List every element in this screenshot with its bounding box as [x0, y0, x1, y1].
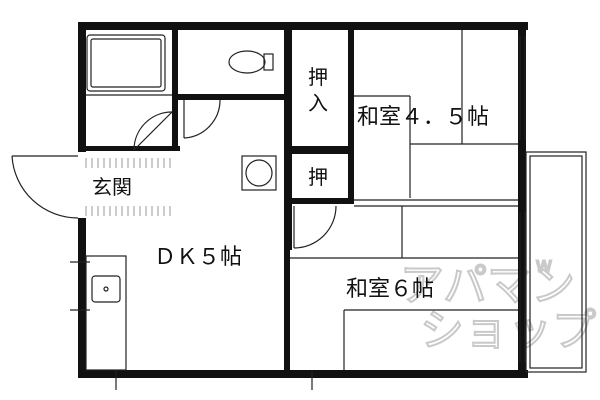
wall-closet-mid [286, 146, 354, 154]
label-genkan: 玄関 [92, 175, 132, 199]
balcony [525, 151, 587, 373]
room-labels: 和室４．５帖 和室６帖 ＤＫ５帖 玄関 押 入 押 [92, 65, 489, 302]
wall-right [518, 22, 526, 378]
entrance-door-swing [11, 155, 79, 219]
toilet-tank [263, 53, 274, 71]
wall-dk-right [284, 246, 290, 374]
watermark-small: W [536, 257, 552, 276]
wall-bottom [78, 370, 528, 378]
wall-toilet-bottom [178, 94, 286, 100]
wall-left-upper [78, 22, 86, 152]
washer [241, 155, 277, 191]
genkan-tiles [85, 158, 171, 216]
label-oshiire-upper-1: 押 [308, 65, 328, 89]
kitchen-sink [91, 275, 121, 303]
wall-top [78, 22, 528, 30]
label-washitsu-45: 和室４．５帖 [357, 105, 489, 130]
label-washitsu-6: 和室６帖 [346, 277, 434, 302]
kitchen-counter [85, 255, 127, 371]
watermark: アパマン ショップ W [399, 256, 597, 357]
room-door-swing [293, 205, 337, 249]
label-dk5: ＤＫ５帖 [154, 245, 242, 270]
washer-drum [245, 159, 273, 187]
balcony-inner [529, 155, 583, 369]
sink-drain [103, 286, 109, 292]
watermark-line2: ショップ [420, 305, 596, 356]
wall-closet-left [284, 28, 292, 250]
bath-door-swing [133, 111, 173, 151]
label-oshiire-upper-2: 入 [308, 91, 328, 115]
interior-walls [80, 28, 354, 374]
bath-door-leaf [133, 111, 173, 151]
label-oshiire-lower: 押 [308, 165, 328, 189]
bathtub [86, 34, 166, 92]
wall-left-lower [78, 218, 86, 378]
outer-walls [78, 22, 528, 378]
toilet-door-swing [183, 99, 221, 139]
wall-closet-right [348, 28, 354, 204]
wall-bath-bottom [80, 146, 180, 151]
doors [11, 99, 337, 249]
watermark-line1: アパマン [400, 260, 575, 311]
wall-bath-right [172, 28, 178, 148]
thin-lines [70, 30, 587, 390]
toilet-bowl [228, 50, 266, 74]
bathtub-inner [90, 38, 162, 88]
wall-closet-bottom [286, 198, 354, 204]
